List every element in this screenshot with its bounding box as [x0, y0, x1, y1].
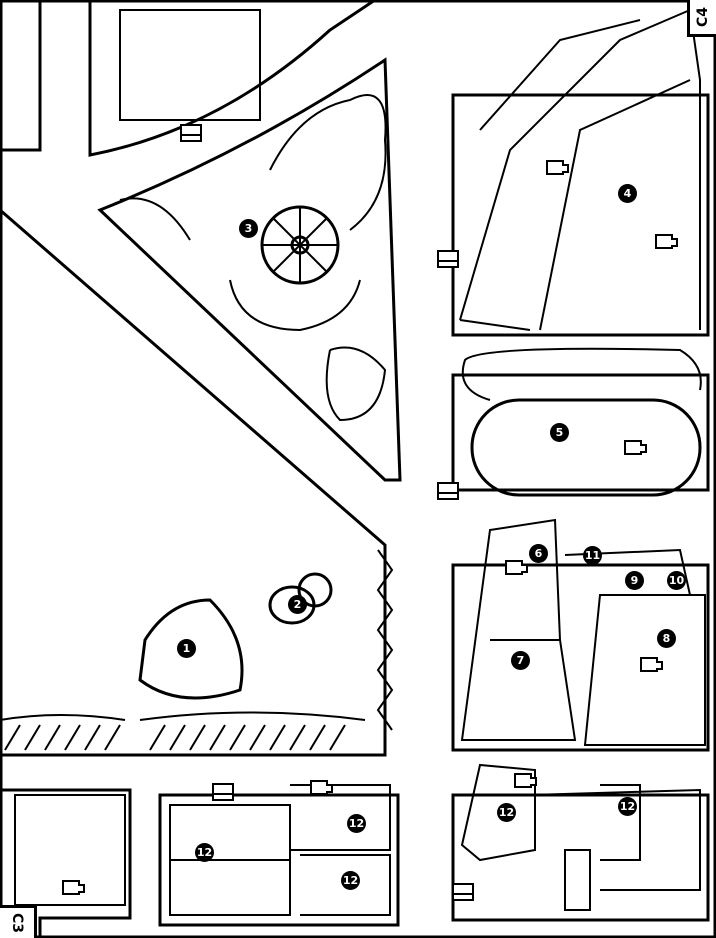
marker-12[interactable]: 12	[195, 843, 214, 862]
grid-label-text: C4	[694, 6, 711, 28]
camera-icon	[62, 880, 85, 895]
marker-5[interactable]: 5	[550, 423, 569, 442]
entrance-icon	[437, 250, 459, 268]
marker-6[interactable]: 6	[529, 544, 548, 563]
marker-8[interactable]: 8	[657, 629, 676, 648]
camera-icon	[505, 560, 528, 575]
marker-10[interactable]: 10	[667, 571, 686, 590]
building-top-middle	[119, 9, 261, 121]
grid-label-text: C3	[8, 912, 25, 934]
lawn	[0, 208, 387, 757]
camera-icon	[624, 440, 647, 455]
block-bottom-left	[0, 788, 132, 938]
entrance-icon	[212, 783, 234, 801]
camera-icon	[310, 780, 333, 795]
block-top-left	[0, 0, 42, 152]
block-4	[451, 93, 710, 337]
marker-11[interactable]: 11	[583, 546, 602, 565]
marker-3[interactable]: 3	[239, 219, 258, 238]
sculpture-1	[138, 598, 244, 700]
marker-12[interactable]: 12	[618, 797, 637, 816]
marker-12[interactable]: 12	[497, 803, 516, 822]
camera-icon	[546, 160, 569, 175]
park-triangle	[97, 57, 402, 482]
marker-4[interactable]: 4	[618, 184, 637, 203]
entrance-icon	[437, 482, 459, 500]
marker-1[interactable]: 1	[177, 639, 196, 658]
camera-icon	[640, 657, 663, 672]
marker-12[interactable]: 12	[347, 814, 366, 833]
block-12-center	[158, 793, 400, 927]
entrance-icon	[180, 124, 202, 142]
block-top-middle	[88, 0, 376, 157]
grid-label-top-right: C4	[687, 0, 716, 37]
block-6-11	[451, 563, 710, 752]
marker-9[interactable]: 9	[625, 571, 644, 590]
building-5	[470, 398, 702, 497]
marker-12[interactable]: 12	[341, 871, 360, 890]
block-5	[451, 373, 710, 492]
entrance-icon	[452, 883, 474, 901]
camera-icon	[655, 234, 678, 249]
marker-7[interactable]: 7	[511, 651, 530, 670]
grid-label-bottom-left: C3	[0, 905, 37, 938]
camera-icon	[514, 773, 537, 788]
marker-2[interactable]: 2	[288, 595, 307, 614]
block-12-right	[451, 793, 710, 922]
